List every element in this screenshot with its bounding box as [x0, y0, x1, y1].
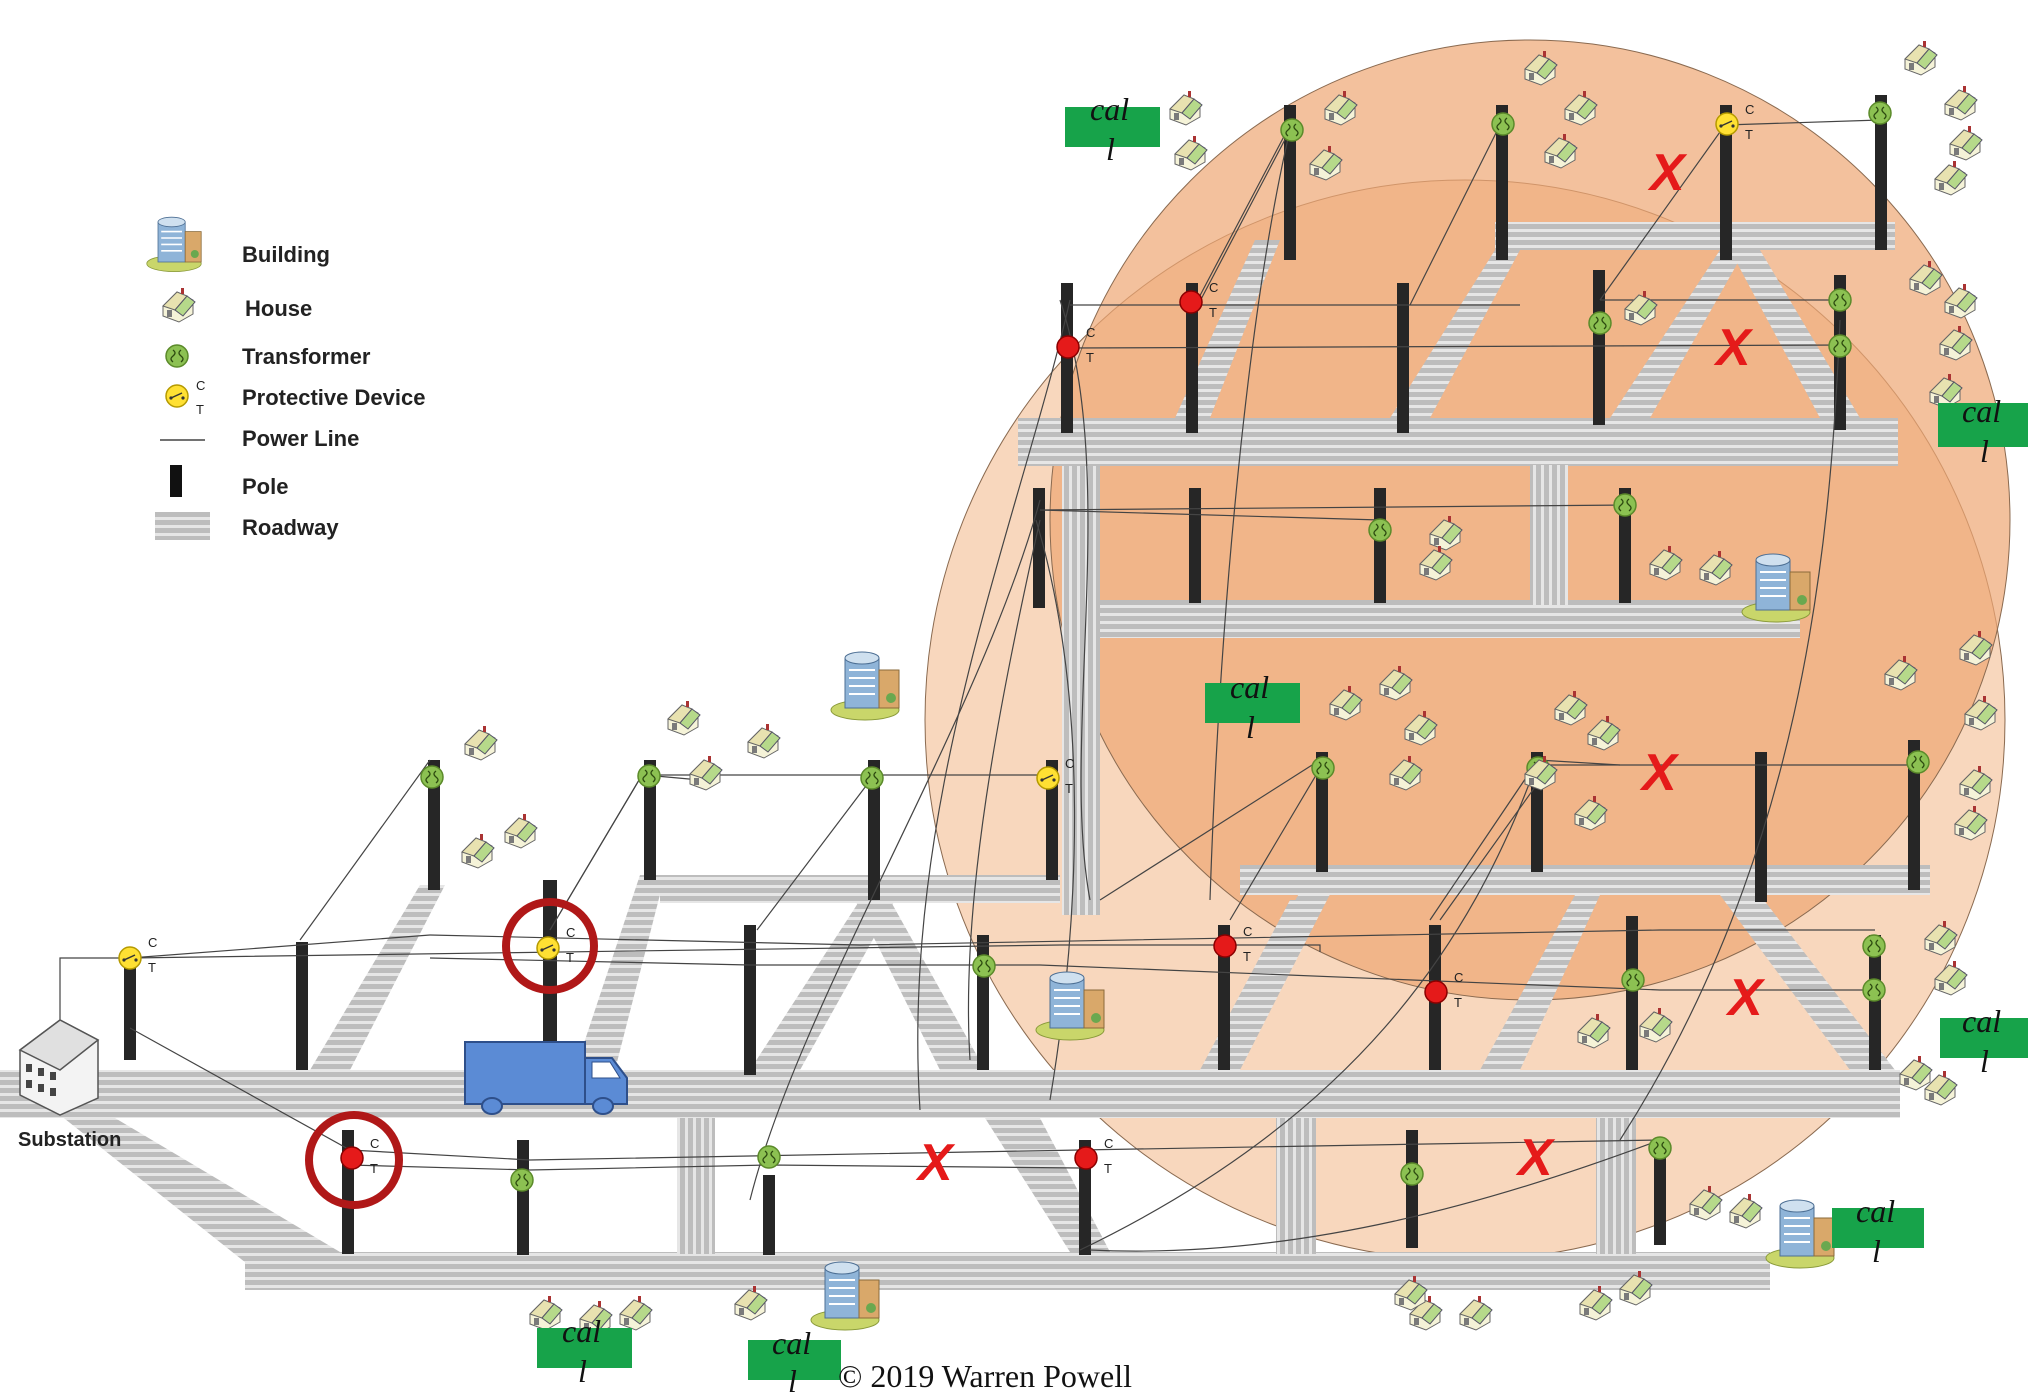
svg-text:Protective Device: Protective Device [242, 385, 425, 410]
transformer-icon [165, 344, 189, 368]
svg-text:X: X [1647, 144, 1688, 202]
svg-text:X: X [915, 1134, 956, 1192]
house-icon [162, 287, 196, 323]
device-letters: C T C T C T C T C T C T C T C T C T C T [148, 102, 1754, 1176]
call-box: cal l [1832, 1193, 1924, 1269]
svg-text:l: l [578, 1353, 587, 1389]
svg-text:Transformer: Transformer [242, 344, 371, 369]
call-box: cal l [1205, 669, 1300, 745]
protective-device-icon [165, 384, 189, 408]
svg-text:Building: Building [242, 242, 330, 267]
svg-text:cal: cal [1962, 393, 2001, 429]
svg-text:l: l [788, 1363, 797, 1394]
legend: Building House Transformer C T Protectiv… [146, 216, 425, 540]
svg-text:C: C [1209, 280, 1218, 295]
outage-marks: X X X X X X [915, 144, 1766, 1192]
repair-truck [464, 1041, 628, 1115]
call-box: cal l [1938, 393, 2028, 469]
svg-text:T: T [566, 950, 574, 965]
svg-text:C: C [566, 925, 575, 940]
svg-text:T: T [1209, 305, 1217, 320]
svg-text:cal: cal [1962, 1003, 2001, 1039]
legend-item-house: House [162, 287, 312, 323]
svg-text:T: T [1454, 995, 1462, 1010]
call-box: cal l [1065, 91, 1160, 167]
svg-text:Roadway: Roadway [242, 515, 339, 540]
call-box: cal l [1940, 1003, 2028, 1079]
legend-item-building: Building [146, 216, 330, 273]
svg-text:C: C [1104, 1136, 1113, 1151]
svg-text:C: C [196, 378, 205, 393]
svg-text:C: C [1065, 756, 1074, 771]
svg-text:l: l [1980, 433, 1989, 469]
svg-text:C: C [1745, 102, 1754, 117]
highlight-rings [305, 898, 598, 1209]
svg-text:l: l [1246, 709, 1255, 745]
legend-item-pole: Pole [170, 465, 288, 499]
svg-text:C: C [1243, 924, 1252, 939]
svg-text:cal: cal [562, 1313, 601, 1349]
svg-text:T: T [1745, 127, 1753, 142]
highlight-ring-lower [305, 1111, 403, 1209]
svg-text:T: T [1086, 350, 1094, 365]
legend-item-transformer: Transformer [165, 344, 371, 369]
building-icon [146, 216, 202, 273]
call-box: cal l [537, 1313, 632, 1389]
svg-text:T: T [148, 960, 156, 975]
svg-text:cal: cal [772, 1325, 811, 1361]
legend-item-roadway: Roadway [155, 512, 339, 540]
svg-text:X: X [1515, 1129, 1556, 1187]
svg-text:Pole: Pole [242, 474, 288, 499]
svg-text:House: House [245, 296, 312, 321]
svg-text:cal: cal [1090, 91, 1129, 127]
svg-text:l: l [1980, 1043, 1989, 1079]
svg-text:C: C [370, 1136, 379, 1151]
call-boxes: cal l cal l cal l cal l cal l cal l [537, 91, 2028, 1394]
svg-text:T: T [196, 402, 204, 417]
svg-text:X: X [1725, 969, 1766, 1027]
svg-text:Power Line: Power Line [242, 426, 359, 451]
svg-text:cal: cal [1856, 1193, 1895, 1229]
svg-text:T: T [1243, 949, 1251, 964]
svg-text:l: l [1106, 131, 1115, 167]
svg-text:X: X [1639, 744, 1680, 802]
pole-icon [170, 465, 182, 497]
call-box: cal l [748, 1325, 841, 1394]
svg-text:T: T [370, 1161, 378, 1176]
legend-item-power-line: Power Line [160, 426, 359, 451]
substation: Substation [18, 1019, 121, 1151]
svg-text:cal: cal [1230, 669, 1269, 705]
roadways [0, 222, 1930, 1290]
legend-item-protective-device: C T Protective Device [165, 378, 425, 417]
svg-text:X: X [1713, 319, 1754, 377]
svg-text:T: T [1065, 781, 1073, 796]
svg-text:C: C [148, 935, 157, 950]
svg-text:T: T [1104, 1161, 1112, 1176]
substation-label: Substation [18, 1129, 121, 1151]
roadway-icon [155, 512, 210, 540]
svg-text:C: C [1086, 325, 1095, 340]
svg-text:C: C [1454, 970, 1463, 985]
highlight-ring-upper [502, 898, 598, 994]
copyright-notice: © 2019 Warren Powell [838, 1358, 1132, 1394]
svg-text:l: l [1872, 1233, 1881, 1269]
